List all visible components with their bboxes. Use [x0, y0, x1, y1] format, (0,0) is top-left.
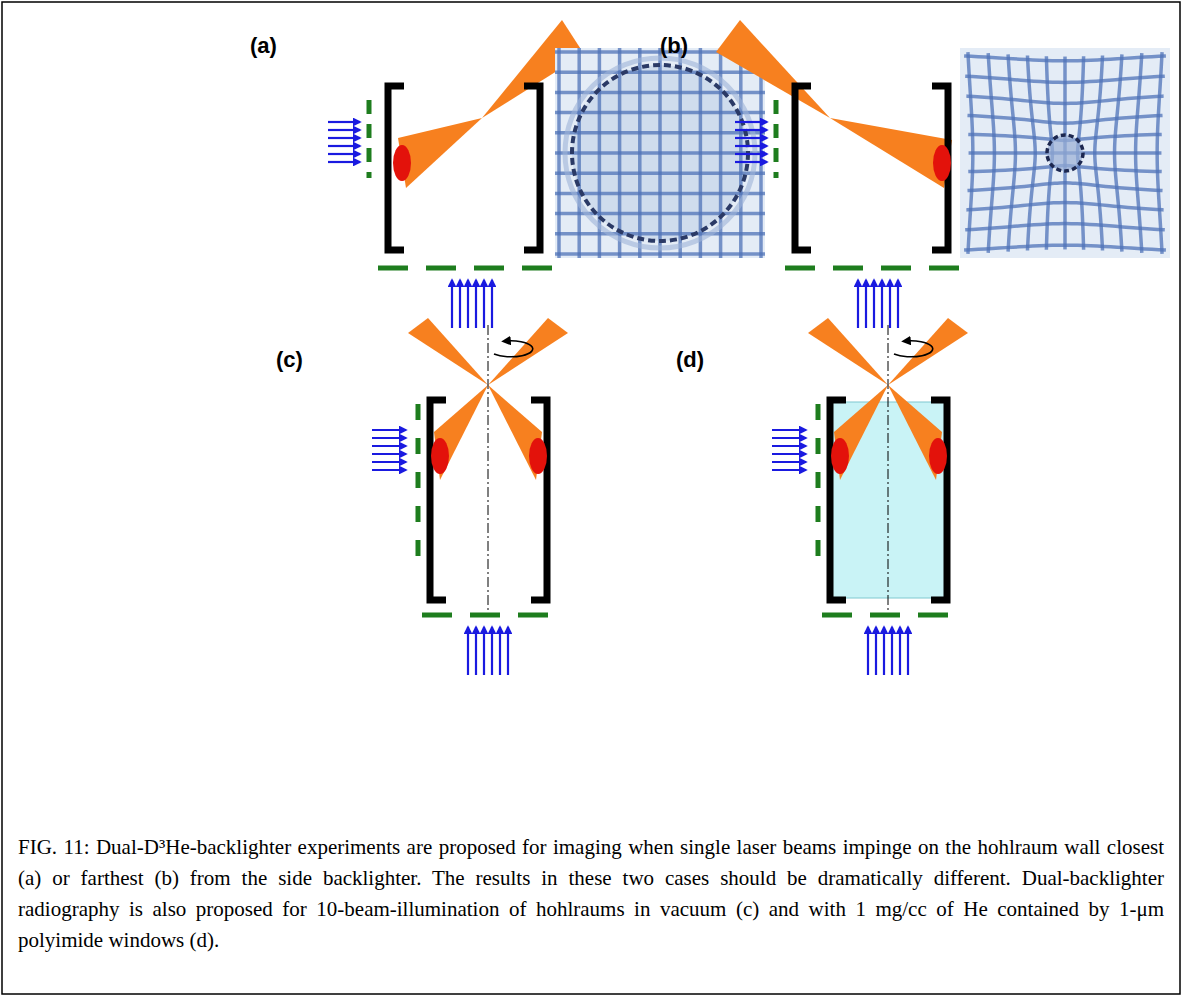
proton-arrow [459, 280, 461, 328]
panel-c [372, 318, 568, 675]
proton-arrow [889, 280, 891, 328]
proton-arrow [735, 129, 767, 131]
laser-beam [830, 118, 952, 188]
laser-spot [431, 438, 449, 474]
panel-b [716, 20, 1170, 328]
proton-arrow [328, 129, 360, 131]
laser-beam [408, 318, 488, 385]
laser-spot [393, 145, 411, 181]
proton-arrow [897, 280, 899, 328]
radiograph-image [555, 48, 765, 258]
hohlraum-wall [524, 86, 540, 250]
proton-arrow [873, 280, 875, 328]
proton-arrow [451, 280, 453, 328]
mesh [785, 266, 968, 271]
laser-beam [808, 318, 888, 385]
proton-arrow [372, 461, 406, 463]
mesh [378, 266, 562, 271]
proton-arrow [875, 627, 877, 675]
proton-arrow [772, 461, 806, 463]
laser-beam [488, 318, 568, 385]
proton-arrow [772, 437, 806, 439]
proton-arrow [372, 469, 406, 471]
proton-arrow [735, 137, 767, 139]
proton-arrow [483, 627, 485, 675]
proton-arrow [467, 627, 469, 675]
hohlraum-wall [931, 400, 947, 600]
proton-arrow [328, 145, 360, 147]
proton-arrow [328, 161, 360, 163]
symmetry-axis [488, 325, 489, 612]
proton-arrow [372, 429, 406, 431]
panel-label: (a) [250, 33, 277, 59]
proton-arrow [735, 153, 767, 155]
proton-arrow [372, 437, 406, 439]
laser-spot [529, 438, 547, 474]
proton-arrow [883, 627, 885, 675]
proton-arrow [772, 453, 806, 455]
proton-arrow [772, 445, 806, 447]
mesh [367, 100, 372, 178]
figure-caption: FIG. 11: Dual-D³He-backlighter experimen… [18, 832, 1164, 956]
proton-arrow [372, 445, 406, 447]
hohlraum-wall [795, 86, 811, 250]
proton-arrow [491, 280, 493, 328]
proton-arrow [467, 280, 469, 328]
panel-d [772, 318, 968, 675]
panel-a [328, 20, 765, 328]
rotation-arrow [894, 341, 933, 357]
hohlraum-wall [531, 400, 547, 600]
hohlraum-wall [830, 400, 846, 600]
laser-spot [929, 438, 947, 474]
proton-arrow [328, 137, 360, 139]
panel-label: (b) [660, 33, 688, 59]
proton-arrow [475, 280, 477, 328]
proton-arrow [772, 429, 806, 431]
radiograph-image [960, 48, 1170, 258]
mesh [422, 613, 562, 618]
proton-arrow [865, 280, 867, 328]
panel-label: (c) [276, 347, 303, 373]
mesh [416, 404, 421, 560]
proton-arrow [735, 121, 767, 123]
proton-arrow [499, 627, 501, 675]
proton-arrow [907, 627, 909, 675]
proton-arrow [881, 280, 883, 328]
proton-arrow [857, 280, 859, 328]
proton-arrow [891, 627, 893, 675]
proton-arrow [328, 121, 360, 123]
proton-arrow [867, 627, 869, 675]
symmetry-axis [888, 325, 889, 612]
mesh [774, 100, 779, 178]
laser-beam [398, 118, 482, 188]
hohlraum-wall [430, 400, 446, 600]
mesh [816, 404, 821, 560]
proton-arrow [899, 627, 901, 675]
mesh [822, 613, 962, 618]
panel-label: (d) [676, 347, 704, 373]
proton-arrow [507, 627, 509, 675]
rotation-arrow [494, 341, 533, 357]
proton-arrow [475, 627, 477, 675]
proton-arrow [735, 145, 767, 147]
proton-arrow [328, 153, 360, 155]
laser-spot [831, 438, 849, 474]
laser-beam [716, 20, 830, 118]
proton-arrow [483, 280, 485, 328]
proton-arrow [491, 627, 493, 675]
proton-arrow [372, 453, 406, 455]
proton-arrow [735, 161, 767, 163]
proton-arrow [772, 469, 806, 471]
laser-beam [888, 318, 968, 385]
laser-spot [933, 145, 951, 181]
